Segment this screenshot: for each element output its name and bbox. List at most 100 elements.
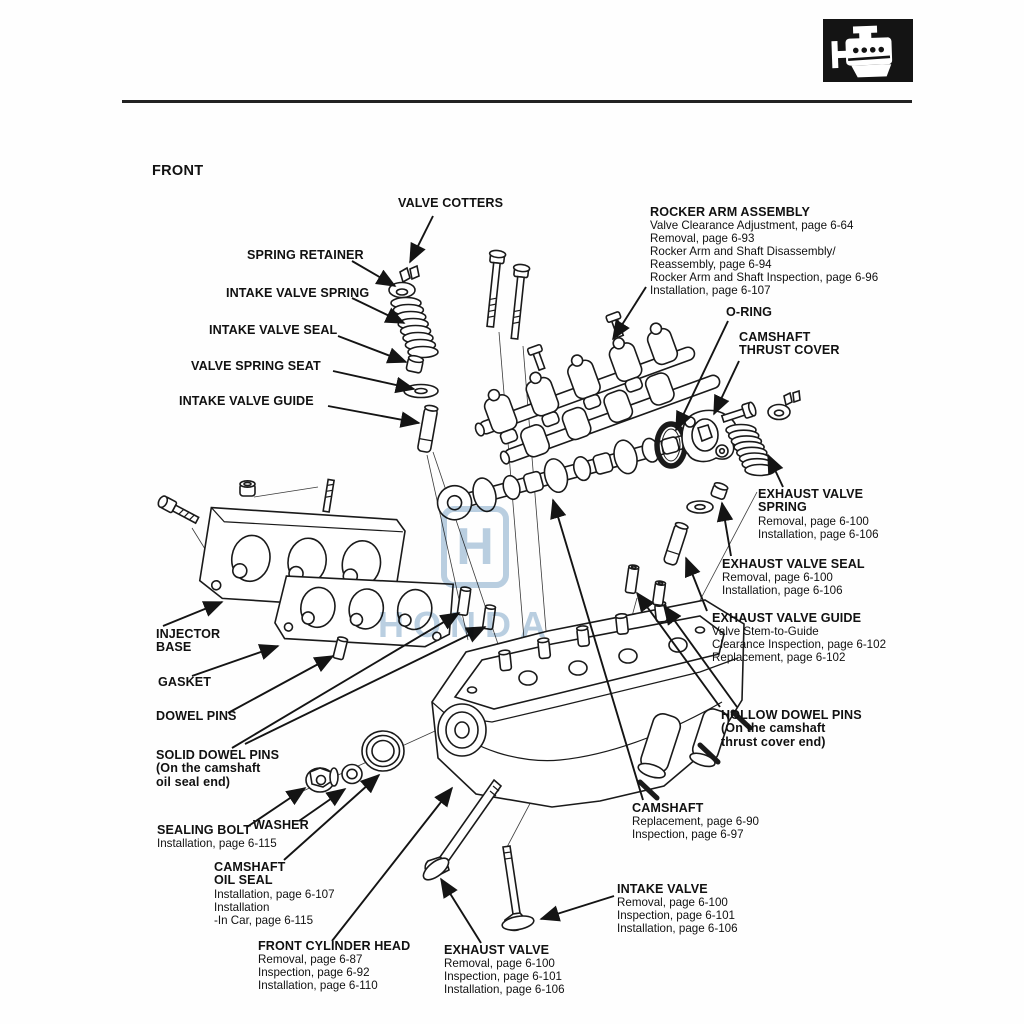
label-title-line: EXHAUST VALVE [758, 487, 864, 501]
label-valve-spring-seat: VALVE SPRING SEAT [191, 359, 321, 373]
leader-dowel-pins [227, 655, 335, 714]
exhaust-valve-stack-drawing [663, 389, 801, 566]
label-o-ring: O-RING [726, 305, 772, 319]
cylinder-head-drawing [431, 599, 753, 808]
leader-exhaust-valve-seal [716, 501, 734, 557]
engine-icon [823, 19, 913, 82]
label-title-line: CAMSHAFT [214, 860, 286, 874]
leader-camshaft [550, 498, 644, 801]
leader-intake-valve-spring [351, 297, 406, 324]
leader-lines [162, 215, 784, 944]
label-title-line: CAMSHAFT [739, 330, 811, 344]
label-reference-line: Inspection, page 6-92 [258, 966, 370, 980]
label-title-line: THRUST COVER [739, 343, 840, 358]
cap-nut-drawing [239, 479, 256, 497]
label-title-line: WASHER [253, 818, 309, 832]
label-title-line: thrust cover end) [721, 734, 826, 749]
leader-injector-base [162, 601, 224, 627]
label-reference-line: Installation, page 6-106 [617, 922, 738, 936]
dowel-pins-drawing [332, 564, 667, 661]
front-orientation-label: FRONT [152, 163, 204, 179]
label-reference-line: Installation, page 6-115 [157, 837, 277, 851]
exhaust-valve-drawing [422, 778, 503, 881]
label-title-line: INTAKE VALVE GUIDE [179, 394, 314, 408]
label-reference-line: Installation, page 6-106 [444, 983, 565, 997]
label-dowel-pins: DOWEL PINS [156, 709, 237, 723]
label-spring-retainer: SPRING RETAINER [247, 248, 364, 262]
label-reference-line: Installation, page 6-106 [758, 527, 879, 541]
label-valve-cotters: VALVE COTTERS [398, 196, 504, 210]
label-reference-line: Removal, page 6-93 [650, 232, 755, 246]
label-reference-line: Removal, page 6-100 [722, 571, 833, 585]
leader-exhaust-valve-spring [767, 453, 784, 488]
leader-hollow-dowel-pins-1 [636, 591, 721, 708]
label-title-line: DOWEL PINS [156, 709, 237, 723]
label-title-line: SEALING BOLT [157, 823, 252, 837]
leader-o-ring [675, 320, 729, 432]
label-title-line: EXHAUST VALVE GUIDE [712, 611, 862, 625]
label-intake-valve-guide: INTAKE VALVE GUIDE [179, 394, 314, 408]
label-title-line: EXHAUST VALVE [444, 943, 550, 957]
label-reference-line: Installation, page 6-107 [650, 284, 771, 298]
label-reference-line: Removal, page 6-100 [444, 957, 555, 971]
leader-exhaust-valve-guide [685, 556, 708, 612]
label-reference-line: Clearance Inspection, page 6-102 [712, 638, 887, 652]
leader-sealing-bolt [246, 787, 307, 828]
label-title-line: SPRING [758, 500, 807, 515]
leader-exhaust-valve [440, 877, 482, 944]
label-gasket: GASKET [158, 675, 211, 689]
label-reference-line: Reassembly, page 6-94 [650, 258, 772, 272]
oil-seal-group-drawing [305, 730, 405, 793]
label-title-line: CAMSHAFT [632, 801, 704, 815]
label-reference-line: -In Car, page 6-115 [214, 913, 314, 927]
label-intake-valve-seal: INTAKE VALVE SEAL [209, 323, 338, 337]
honda-text-watermark: HONDA [378, 604, 555, 645]
leader-gasket [191, 644, 280, 677]
leader-intake-valve-guide [327, 405, 421, 428]
leader-washer [298, 788, 347, 822]
label-reference-line: Replacement, page 6-102 [712, 651, 846, 665]
label-reference-line: Removal, page 6-100 [758, 514, 869, 528]
label-reference-line: Inspection, page 6-101 [444, 970, 562, 984]
label-title-line: oil seal end) [156, 774, 231, 789]
label-title-line: EXHAUST VALVE SEAL [722, 557, 865, 571]
label-title-line: ROCKER ARM ASSEMBLY [650, 205, 811, 219]
label-title-line: INJECTOR [156, 627, 221, 641]
label-washer: WASHER [253, 818, 309, 832]
header-rule [122, 100, 912, 103]
honda-logo-watermark: H [441, 506, 509, 588]
leader-hollow-dowel-pins-2 [663, 604, 738, 708]
label-reference-line: Inspection, page 6-97 [632, 828, 744, 842]
label-title-line: VALVE SPRING SEAT [191, 359, 321, 373]
label-title-line: FRONT CYLINDER HEAD [258, 939, 411, 953]
label-title-line: VALVE COTTERS [398, 196, 504, 210]
leader-camshaft-oil-seal [283, 773, 381, 861]
label-intake-valve-spring: INTAKE VALVE SPRING [226, 286, 369, 300]
leader-intake-valve-seal [337, 335, 408, 364]
label-reference-line: Inspection, page 6-101 [617, 909, 735, 923]
leader-spring-retainer [351, 260, 397, 287]
intake-valve-drawing [501, 845, 535, 932]
rocker-arm-assembly-drawing [474, 311, 721, 465]
label-title-line: (On the camshaft [156, 761, 261, 776]
leader-camshaft-thrust-cover [713, 360, 740, 416]
label-reference-line: Rocker Arm and Shaft Disassembly/ [650, 245, 836, 259]
label-title-line: INTAKE VALVE SEAL [209, 323, 338, 337]
label-reference-line: Removal, page 6-100 [617, 896, 728, 910]
label-reference-line: Replacement, page 6-90 [632, 815, 759, 829]
label-title-line: SOLID DOWEL PINS [156, 748, 280, 762]
label-reference-line: Removal, page 6-87 [258, 953, 363, 967]
label-title-line: HOLLOW DOWEL PINS [721, 708, 862, 722]
leader-intake-valve [539, 895, 615, 922]
